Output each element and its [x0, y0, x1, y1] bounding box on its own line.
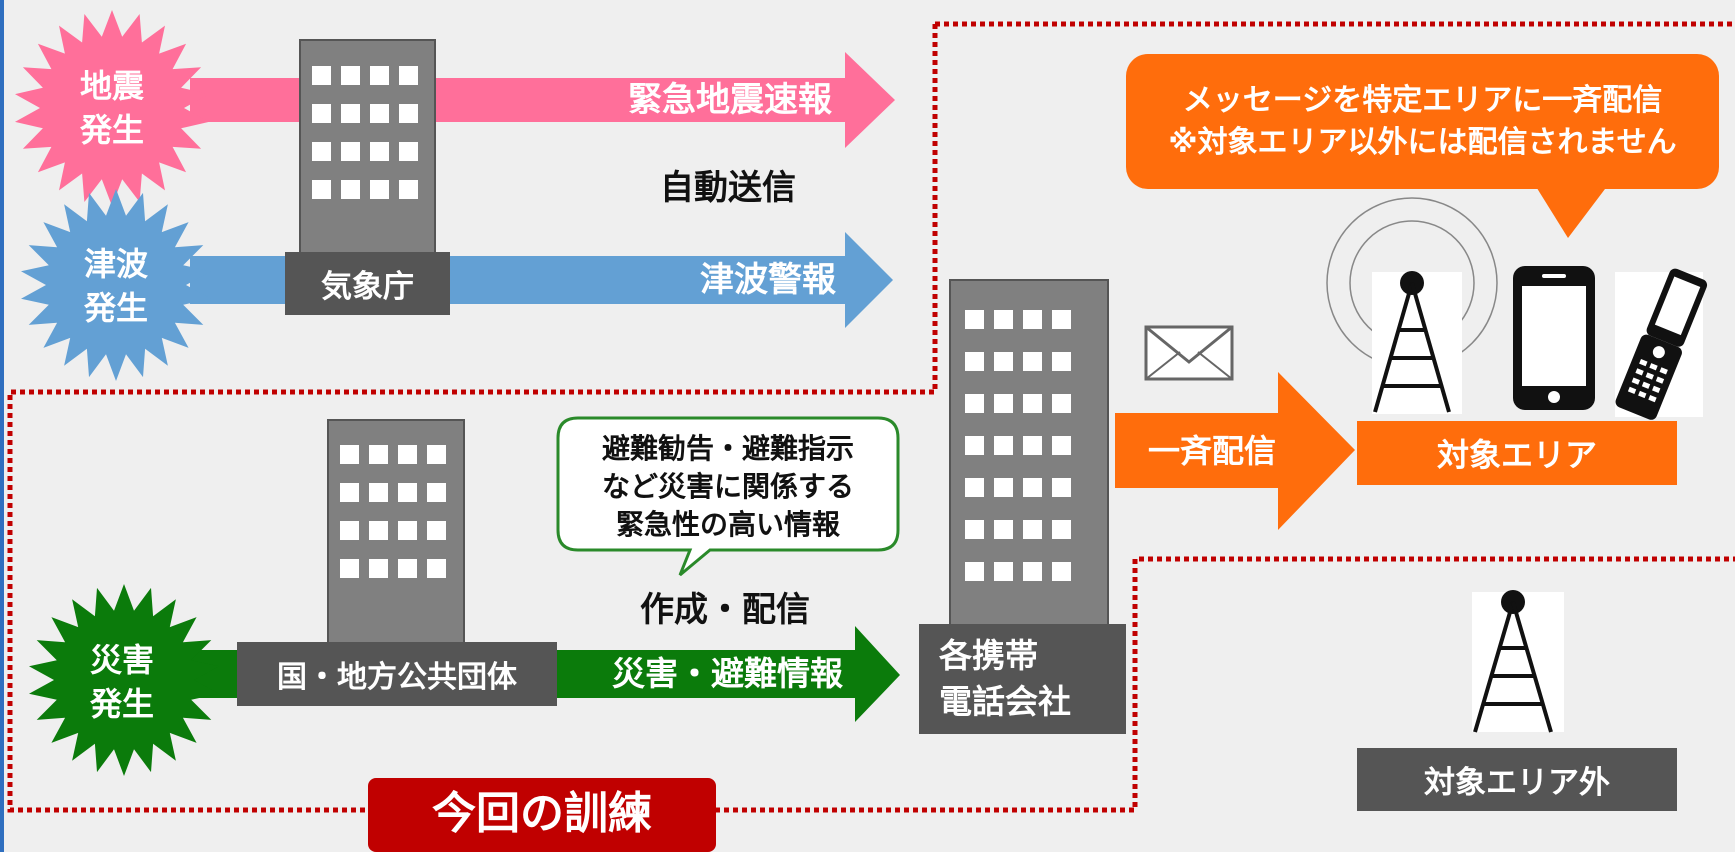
- training-region-border-right: [715, 556, 1735, 813]
- disaster-burst: [29, 584, 219, 776]
- disaster-label: 災害発生: [89, 641, 154, 723]
- earthquake-burst: [15, 10, 209, 206]
- create-send-label: 作成・配信: [640, 590, 810, 630]
- carriers-label: 各携帯 電話会社: [919, 624, 1126, 734]
- government-label: 国・地方公共団体: [237, 642, 557, 706]
- building-icon: [949, 279, 1109, 626]
- message-callout-text: メッセージを特定エリアに一斉配信 ※対象エリア以外には配信されません: [1168, 83, 1677, 160]
- radio-tower-icon: [1472, 590, 1564, 733]
- disaster-info-label: 災害・避難情報: [612, 654, 843, 693]
- radio-tower-icon: [1326, 197, 1498, 414]
- envelope-icon: [1144, 325, 1234, 381]
- message-callout: [1126, 54, 1719, 238]
- info-callout-text: 避難勧告・避難指示 など災害に関係する 緊急性の高い情報: [601, 432, 854, 541]
- info-callout: [556, 416, 900, 577]
- tsunami-burst: [21, 189, 211, 381]
- broadcast-label: 一斉配信: [1148, 432, 1277, 470]
- tsunami-alert-label: 津波警報: [700, 260, 836, 300]
- training-label: 今回の訓練: [432, 788, 652, 839]
- outside-area-label: 対象エリア外: [1357, 748, 1677, 811]
- quake-alert-arrow: [190, 52, 895, 148]
- building-icon: [299, 39, 436, 256]
- quake-alert-label: 緊急地震速報: [628, 80, 832, 120]
- agency-label: 気象庁: [285, 252, 450, 315]
- training-region-border-left: [7, 24, 938, 813]
- tsunami-label: 津波発生: [83, 245, 148, 327]
- auto-send-label: 自動送信: [660, 168, 796, 208]
- flip-phone-icon: [1615, 268, 1708, 420]
- building-icon: [327, 419, 465, 647]
- left-edge-bar: [0, 0, 4, 852]
- broadcast-arrow: [1115, 372, 1355, 530]
- training-label-box: [368, 778, 716, 852]
- target-area-label: 対象エリア: [1357, 421, 1677, 485]
- smartphone-icon: [1513, 266, 1595, 410]
- earthquake-label: 地震発生: [79, 67, 144, 149]
